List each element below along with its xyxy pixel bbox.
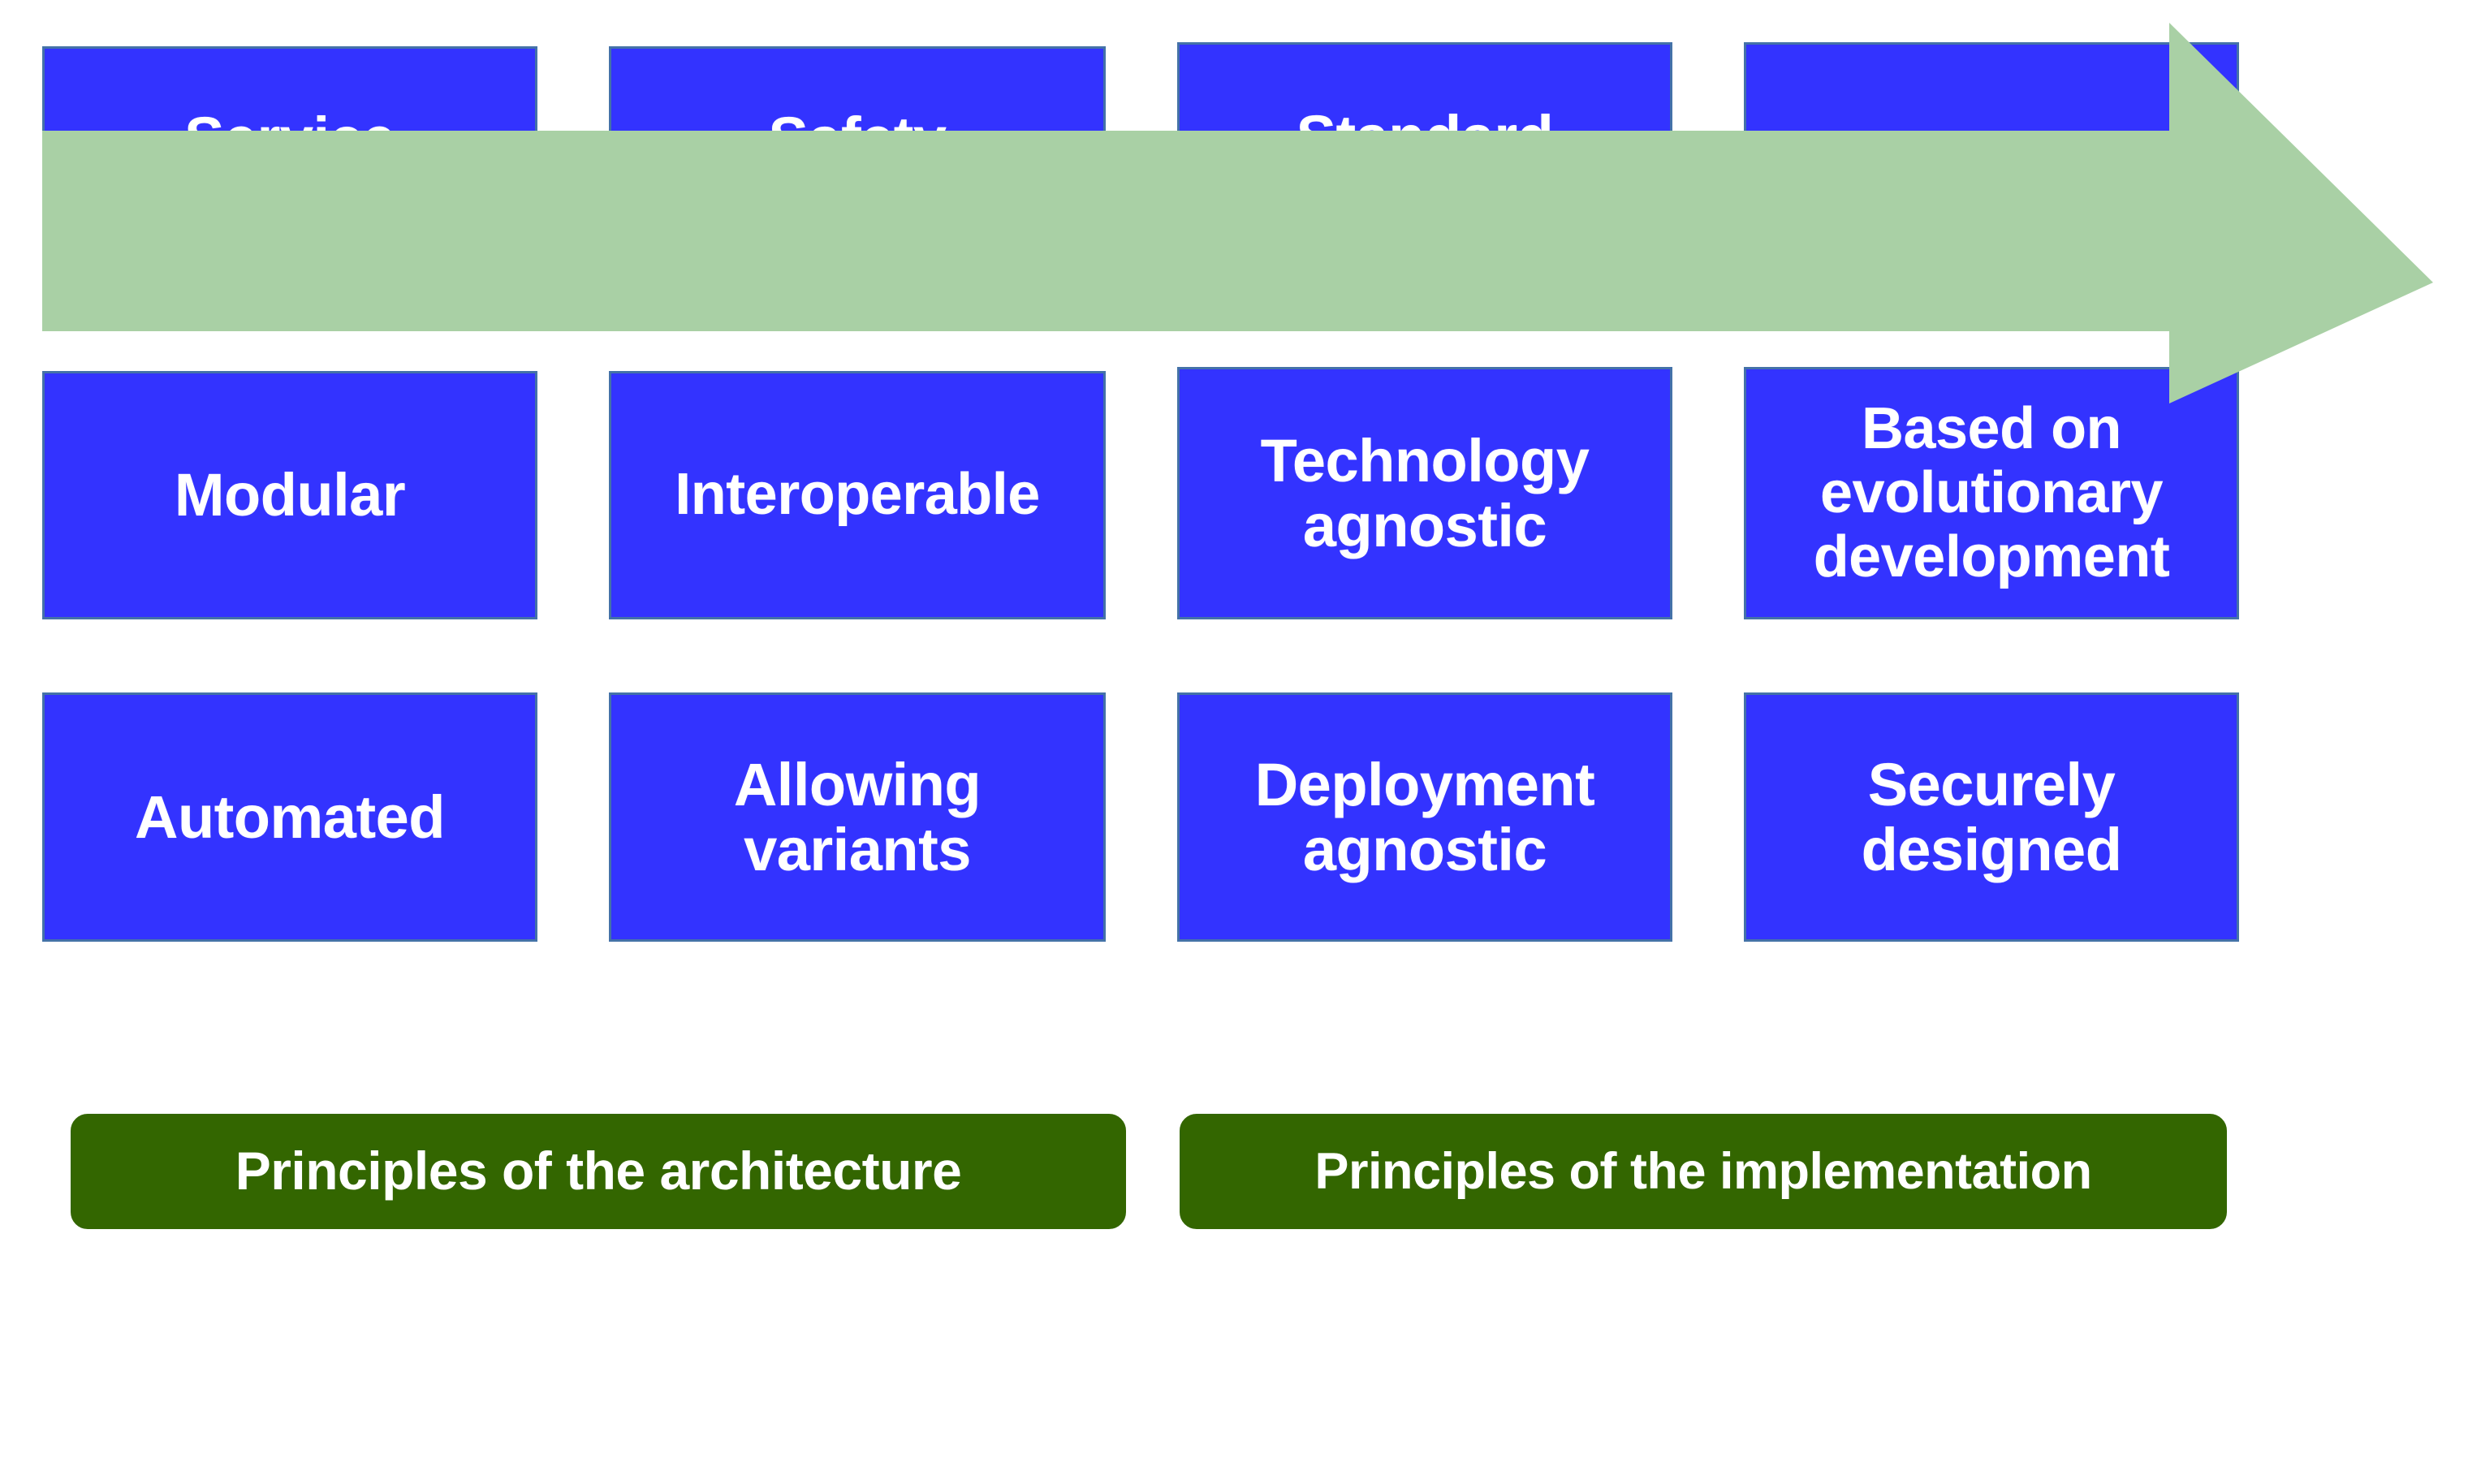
right-arrow-icon bbox=[42, 23, 2433, 403]
principle-box-interoperable[interactable]: Interoperable bbox=[609, 371, 1106, 619]
principle-box-label: Modular bbox=[174, 461, 406, 529]
principle-box-label: Interoperable bbox=[675, 462, 1040, 528]
caption-box-principles-of-the-implementation[interactable]: Principles of the implementation bbox=[1176, 1110, 2231, 1233]
principle-box-label: Securely designed bbox=[1861, 750, 2122, 883]
principle-box-modular[interactable]: Modular bbox=[42, 371, 537, 619]
principle-box-based-on-evolutionary-development[interactable]: Based on evolutionary development bbox=[1744, 367, 2239, 619]
principle-box-technology-agnostic[interactable]: Technology agnostic bbox=[1177, 367, 1672, 619]
arrow-band-container bbox=[0, 0, 2468, 422]
principle-box-label: Automated bbox=[135, 783, 445, 851]
principle-box-securely-designed[interactable]: Securely designed bbox=[1744, 692, 2239, 942]
principle-box-allowing-variants[interactable]: Allowing variants bbox=[609, 692, 1106, 942]
caption-box-label: Principles of the architecture bbox=[235, 1141, 962, 1201]
principle-box-label: Allowing variants bbox=[733, 750, 982, 883]
principle-box-label: Technology agnostic bbox=[1260, 426, 1590, 559]
principle-box-automated[interactable]: Automated bbox=[42, 692, 537, 942]
caption-box-principles-of-the-architecture[interactable]: Principles of the architecture bbox=[67, 1110, 1130, 1233]
caption-box-label: Principles of the implementation bbox=[1314, 1142, 2092, 1200]
principle-box-label: Based on evolutionary development bbox=[1813, 395, 2170, 590]
principle-box-label: Deployment agnostic bbox=[1254, 750, 1595, 883]
principle-box-deployment-agnostic[interactable]: Deployment agnostic bbox=[1177, 692, 1672, 942]
